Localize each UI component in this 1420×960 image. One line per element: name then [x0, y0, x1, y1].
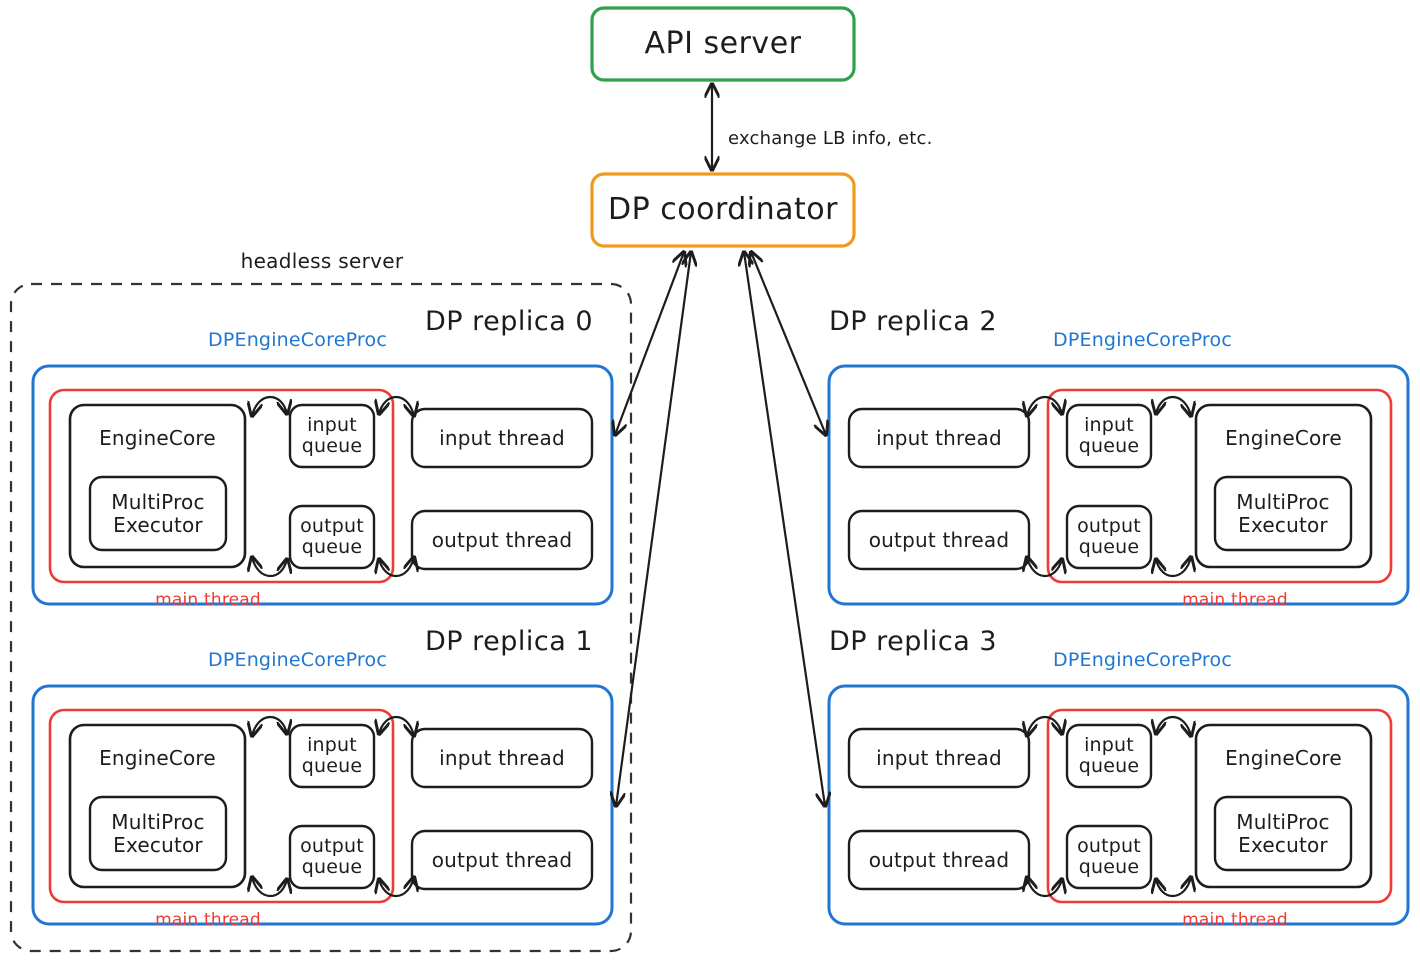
- replica-1-output-thread-box: [410, 829, 594, 891]
- replica-2-input-queue-label: input queue: [1078, 413, 1140, 457]
- replica-0-output-queue-label: output queue: [300, 514, 364, 558]
- replica-1-input-thread-label: input thread: [439, 745, 565, 770]
- replica-3-multiproc-executor-label: MultiProc Executor: [1236, 810, 1330, 857]
- replica-1-output-queue-label: output queue: [300, 834, 364, 878]
- replica-3-output-thread-label: output thread: [868, 847, 1010, 872]
- replica-3-output-thread-box: [847, 829, 1031, 891]
- replica-3-main-thread-label: main thread: [1182, 910, 1288, 931]
- replica-2-main-thread-box: [1046, 388, 1393, 584]
- replica-3-input-queue-label: input queue: [1078, 733, 1140, 777]
- replica-3-engine-core-label: EngineCore: [1225, 745, 1342, 770]
- replica-2-output-queue-box: [1065, 504, 1153, 570]
- replica-1-input-thread-box: [410, 727, 594, 789]
- replica-0-output-thread-box: [410, 509, 594, 571]
- replica-2-proc-label: DPEngineCoreProc: [1053, 329, 1232, 351]
- replica-3-proc-label: DPEngineCoreProc: [1053, 649, 1232, 671]
- replica-3-input-thread-box: [847, 727, 1031, 789]
- replica-1-main-thread-label: main thread: [155, 910, 261, 931]
- replica-2-title: DP replica 2: [829, 306, 998, 337]
- replica-2-output-queue-label: output queue: [1077, 514, 1141, 558]
- replica-1-multiproc-executor-label: MultiProc Executor: [111, 810, 205, 857]
- replica-2-multiproc-executor-label: MultiProc Executor: [1236, 490, 1330, 537]
- replica-0-output-queue-box: [288, 504, 376, 570]
- replica-0-multiproc-executor-label: MultiProc Executor: [111, 490, 205, 537]
- replica-0-main-thread-label: main thread: [155, 590, 261, 611]
- replica-0-engine-core-label: EngineCore: [99, 425, 216, 450]
- api-server-label: API server: [644, 26, 802, 62]
- replica-1-engine-core-label: EngineCore: [99, 745, 216, 770]
- replica-2-multiproc-executor-box: [1213, 475, 1353, 552]
- replica-0-output-thread-label: output thread: [431, 527, 573, 552]
- replica-0-multiproc-executor-box: [88, 475, 228, 552]
- replica-3-input-thread-label: input thread: [876, 745, 1002, 770]
- replica-0-proc-label: DPEngineCoreProc: [208, 329, 387, 351]
- replica-1-output-queue-box: [288, 824, 376, 890]
- replica-2-output-thread-box: [847, 509, 1031, 571]
- replica-3-main-thread-box: [1046, 708, 1393, 904]
- replica-2-input-queue-box: [1065, 403, 1153, 469]
- replica-1-input-queue-box: [288, 723, 376, 789]
- replica-2-engine-core-label: EngineCore: [1225, 425, 1342, 450]
- dp-coordinator-label: DP coordinator: [608, 192, 838, 228]
- replica-1-output-thread-label: output thread: [431, 847, 573, 872]
- replica-1-input-queue-label: input queue: [301, 733, 363, 777]
- replica-3-multiproc-executor-box: [1213, 795, 1353, 872]
- replica-2-input-thread-label: input thread: [876, 425, 1002, 450]
- replica-0-input-queue-label: input queue: [301, 413, 363, 457]
- replica-0-title: DP replica 0: [425, 306, 594, 337]
- replica-1-title: DP replica 1: [425, 626, 594, 657]
- replica-3-input-queue-box: [1065, 723, 1153, 789]
- replica-1-main-thread-box: [48, 708, 395, 904]
- replica-1-multiproc-executor-box: [88, 795, 228, 872]
- replica-0-main-thread-box: [48, 388, 395, 584]
- replica-0-input-queue-box: [288, 403, 376, 469]
- replica-3-output-queue-label: output queue: [1077, 834, 1141, 878]
- replica-3-title: DP replica 3: [829, 626, 998, 657]
- headless-server-label: headless server: [240, 248, 404, 273]
- replica-3-output-queue-box: [1065, 824, 1153, 890]
- replica-2-main-thread-label: main thread: [1182, 590, 1288, 611]
- replica-2-input-thread-box: [847, 407, 1031, 469]
- replica-1-proc-label: DPEngineCoreProc: [208, 649, 387, 671]
- replica-0-input-thread-box: [410, 407, 594, 469]
- exchange-info-edge-label: exchange LB info, etc.: [728, 128, 933, 149]
- replica-2-output-thread-label: output thread: [868, 527, 1010, 552]
- dp-coordinator-box: [590, 172, 856, 248]
- api-server-box: [590, 6, 856, 82]
- replica-0-input-thread-label: input thread: [439, 425, 565, 450]
